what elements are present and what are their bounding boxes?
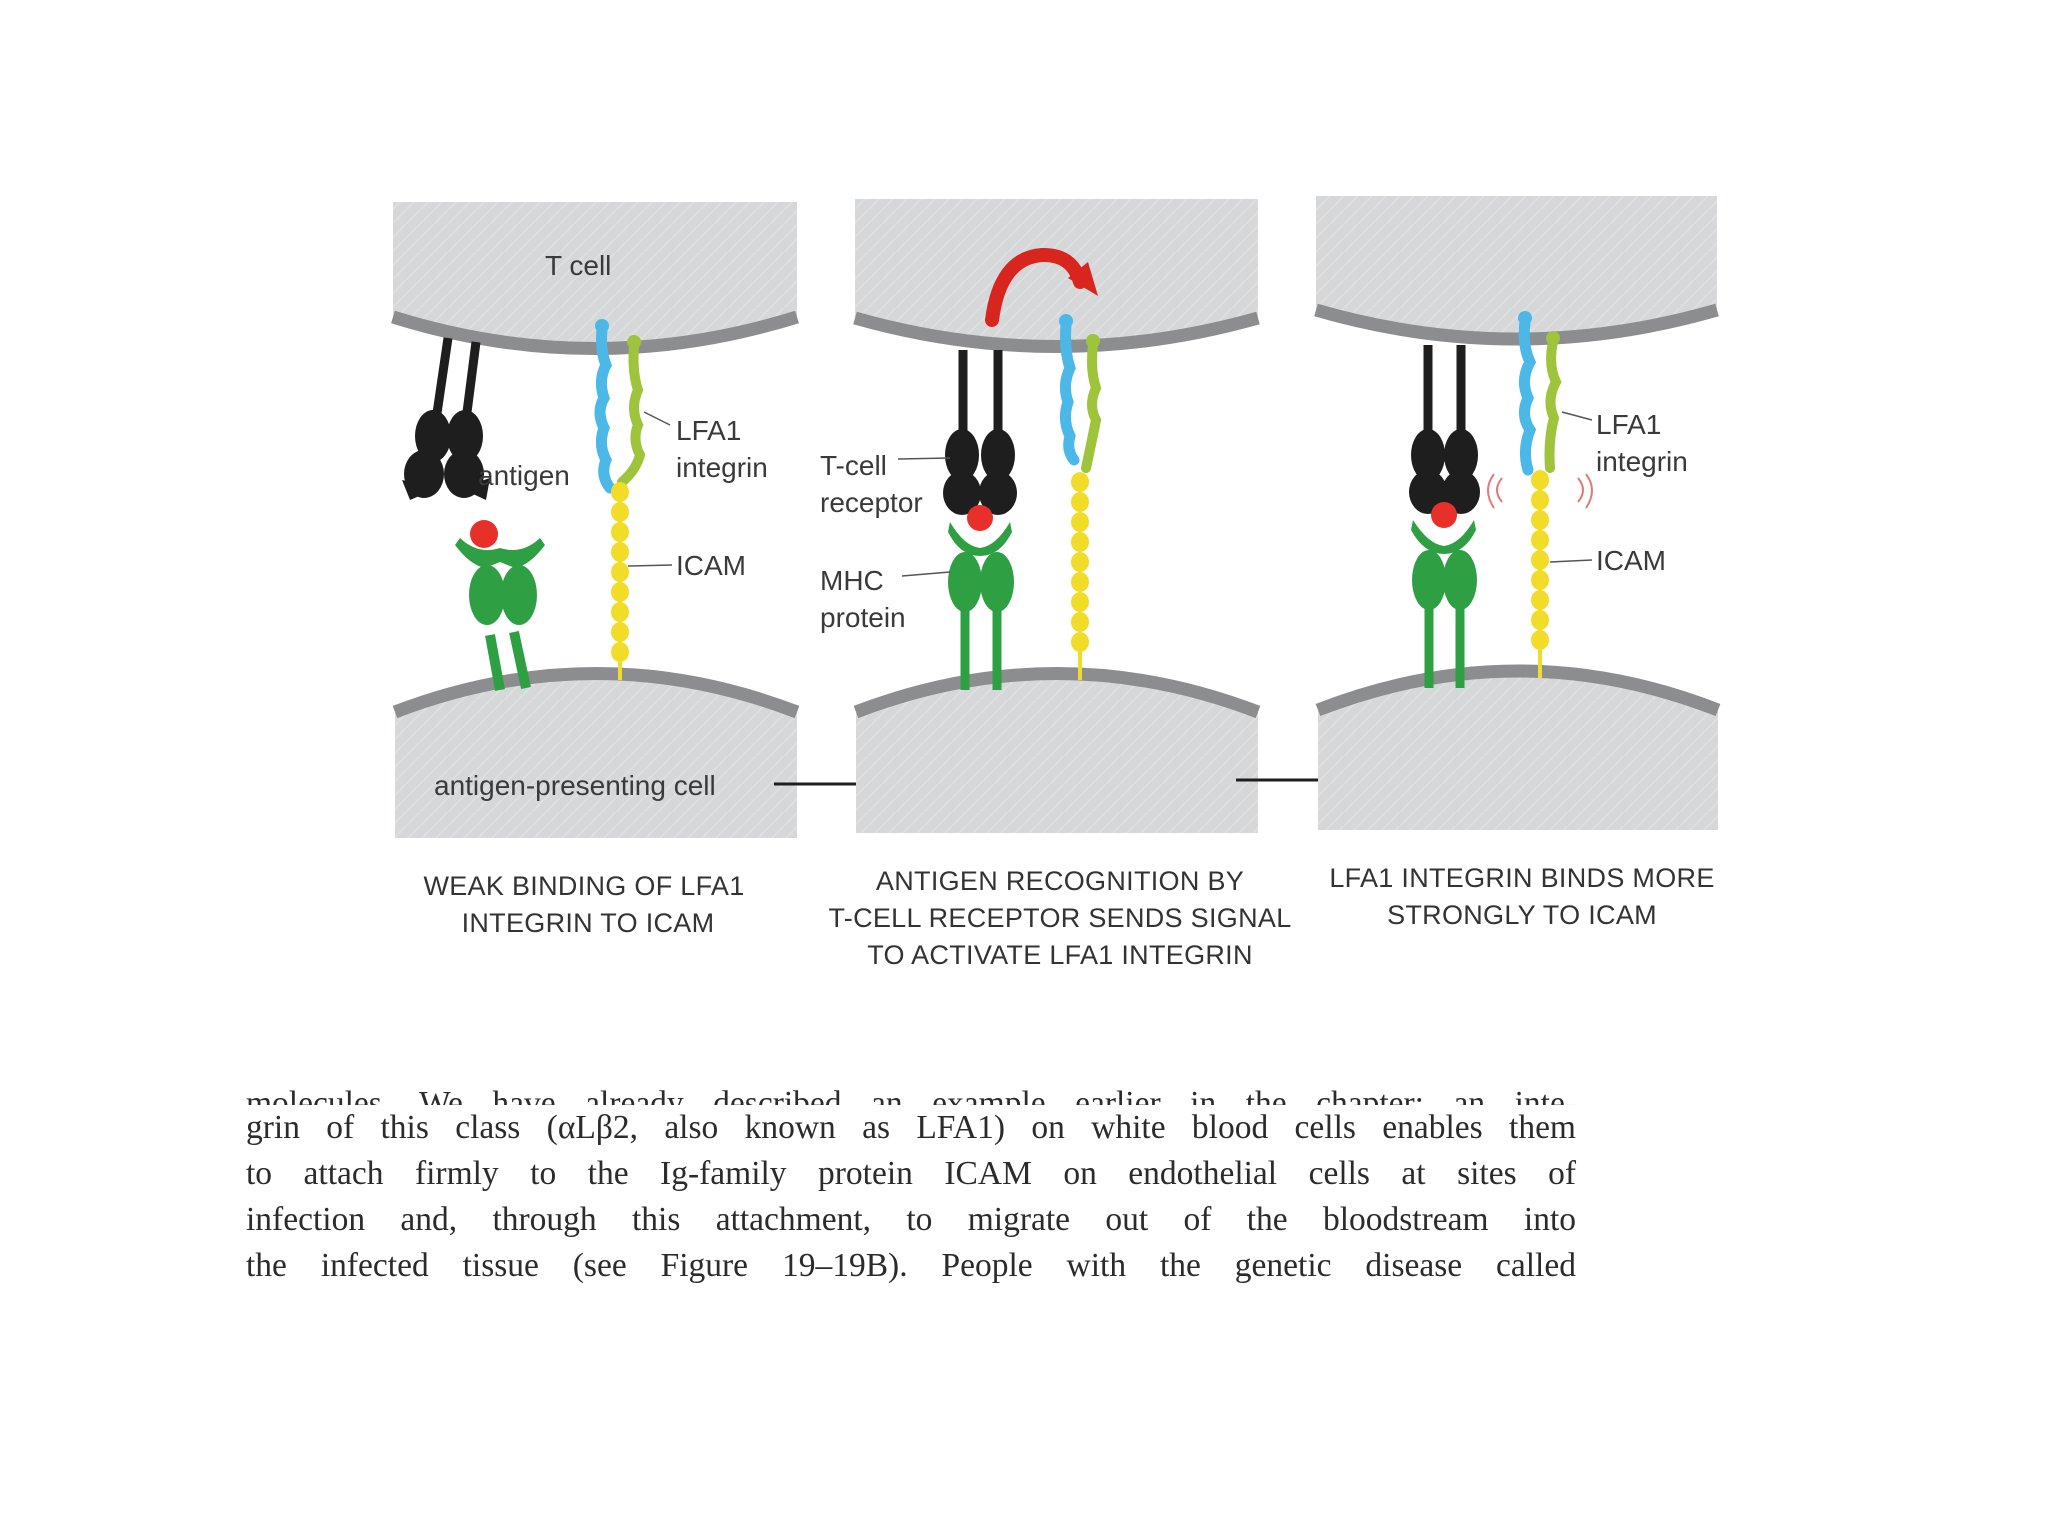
mhc-protein	[948, 522, 1014, 690]
caption-strong-line1: LFA1 INTEGRIN BINDS MORE	[1329, 863, 1714, 893]
lfa1-label-line1: LFA1	[1596, 409, 1661, 440]
t-cell-membrane	[391, 310, 799, 355]
mhc-protein	[455, 538, 545, 691]
t-cell-label: T cell	[545, 250, 611, 281]
t-cell-receptor	[943, 350, 1017, 515]
icam-chain	[1531, 470, 1549, 678]
mhc-protein	[1411, 520, 1477, 688]
apc-membrane	[1315, 664, 1721, 717]
body-line-5: the infected tissue (see Figure 19–19B).…	[246, 1247, 1576, 1284]
binding-vibration-marks	[1487, 473, 1593, 509]
lfa1-label-line2: integrin	[676, 452, 768, 483]
apc-label: antigen-presenting cell	[434, 770, 716, 801]
panel-antigen-recognition: T-cell receptor MHC protein ANTIGEN RECO…	[820, 199, 1291, 970]
apc-membrane	[853, 667, 1261, 719]
tcr-label-line2: receptor	[820, 487, 923, 518]
signal-arrow	[985, 248, 1098, 327]
t-cell-membrane	[1314, 303, 1719, 346]
antigen-dot	[470, 520, 498, 548]
t-cell-shape	[855, 199, 1258, 347]
caption-weak-line2: INTEGRIN TO ICAM	[462, 908, 715, 938]
antigen-label: antigen	[478, 460, 570, 491]
lfa1-label-line1: LFA1	[676, 415, 741, 446]
apc-shape	[1318, 671, 1718, 830]
body-paragraph: molecules. We have already described an …	[246, 1075, 1576, 1289]
caption-recognition-line2: T-CELL RECEPTOR SENDS SIGNAL	[828, 903, 1291, 933]
mhc-label-line1: MHC	[820, 565, 884, 596]
t-cell-shape	[1316, 196, 1717, 339]
icam-chain	[611, 482, 629, 680]
lfa1-label-line2: integrin	[1596, 446, 1688, 477]
t-cell-membrane	[853, 311, 1260, 353]
caption-recognition-line1: ANTIGEN RECOGNITION BY	[876, 866, 1244, 896]
body-line-2: grin of this class (αLβ2, also known as …	[246, 1109, 1576, 1146]
apc-shape	[395, 673, 797, 838]
lfa1-integrin	[1059, 314, 1102, 473]
icam-label: ICAM	[676, 550, 746, 581]
antigen-dot	[1431, 502, 1457, 528]
t-cell-receptor-unbound	[402, 337, 490, 500]
body-line-1: molecules. We have already described an …	[246, 1085, 1576, 1105]
panel-weak-binding: T cell antigen LFA1 integrin ICAM antige…	[391, 202, 800, 938]
body-line-4: infection and, through this attachment, …	[246, 1201, 1576, 1238]
lfa1-integrin-weak	[594, 319, 646, 494]
tcr-label-line1: T-cell	[820, 450, 887, 481]
icam-chain	[1071, 472, 1089, 680]
t-cell-receptor	[1409, 345, 1480, 514]
apc-membrane	[392, 667, 800, 719]
mhc-label-line2: protein	[820, 602, 906, 633]
caption-weak-line1: WEAK BINDING OF LFA1	[423, 871, 744, 901]
caption-recognition-line3: TO ACTIVATE LFA1 INTEGRIN	[867, 940, 1253, 970]
icam-label: ICAM	[1596, 545, 1666, 576]
apc-shape	[856, 673, 1258, 833]
lfa1-integrin-active	[1518, 311, 1562, 476]
t-cell-shape	[393, 202, 797, 349]
antigen-dot	[967, 505, 993, 531]
body-line-3: to attach firmly to the Ig-family protei…	[246, 1155, 1576, 1192]
caption-strong-line2: STRONGLY TO ICAM	[1387, 900, 1657, 930]
panel-strong-binding: LFA1 integrin ICAM LFA1 INTEGRIN BINDS M…	[1314, 196, 1721, 930]
